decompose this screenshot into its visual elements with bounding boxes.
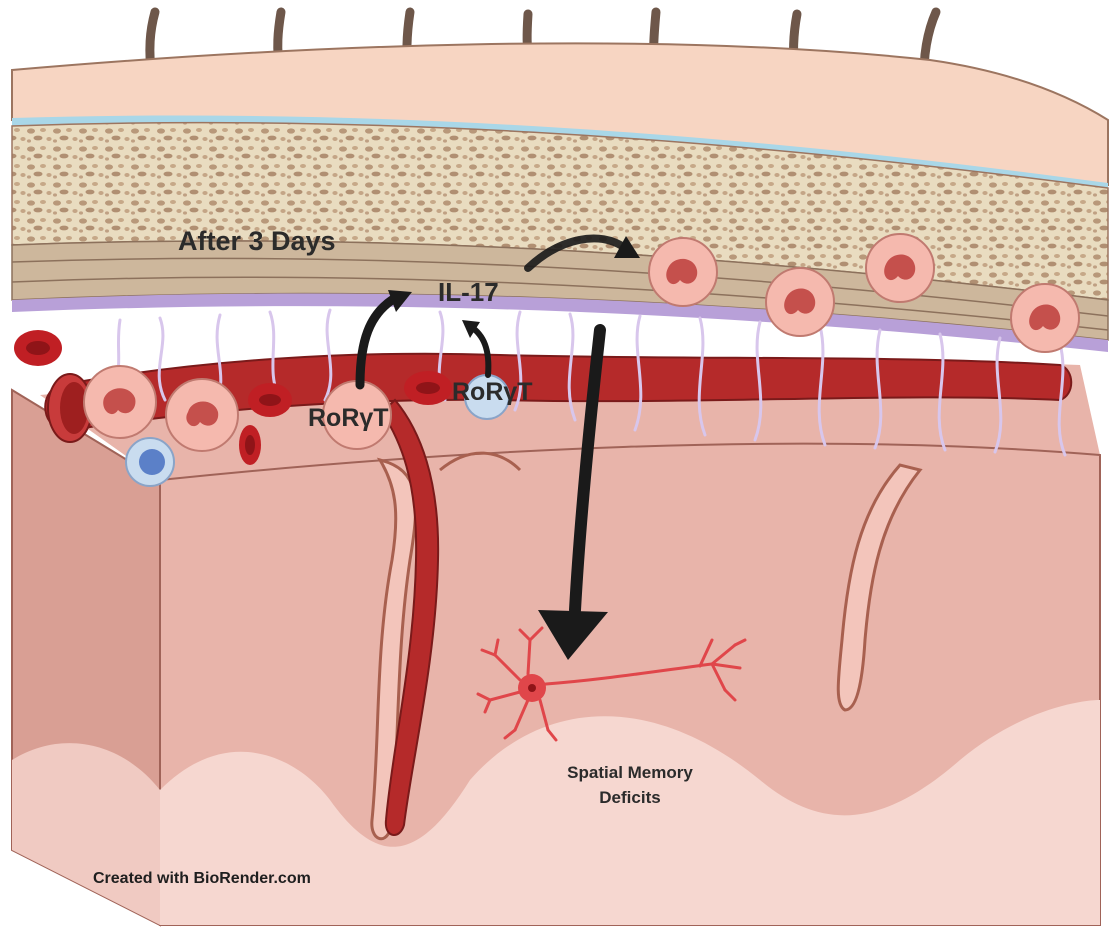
cell-marker-label: RoRγT: [308, 404, 389, 433]
neutrophil-icon: [84, 366, 156, 438]
red-blood-cell-icon: [248, 383, 292, 417]
neutrophil-icon: [766, 268, 834, 336]
red-blood-cell-icon: [239, 425, 261, 465]
timepoint-label: After 3 Days: [178, 226, 336, 257]
neutrophil-icon: [649, 238, 717, 306]
neutrophil-icon: [166, 379, 238, 451]
white-matter-left: [12, 743, 160, 925]
cytokine-label: IL-17: [438, 277, 499, 308]
credit-label: Created with BioRender.com: [93, 870, 311, 888]
red-blood-cell-icon: [14, 330, 62, 366]
neutrophil-icon: [866, 234, 934, 302]
neutrophil-icon: [1011, 284, 1079, 352]
outcome-label: Spatial Memory Deficits: [520, 760, 740, 810]
outcome-line-2: Deficits: [520, 785, 740, 810]
cell-marker-label: RoRγT: [452, 378, 533, 407]
lymphocyte-icon: [126, 438, 174, 486]
outcome-line-1: Spatial Memory: [520, 760, 740, 785]
red-blood-cell-icon: [404, 371, 452, 405]
